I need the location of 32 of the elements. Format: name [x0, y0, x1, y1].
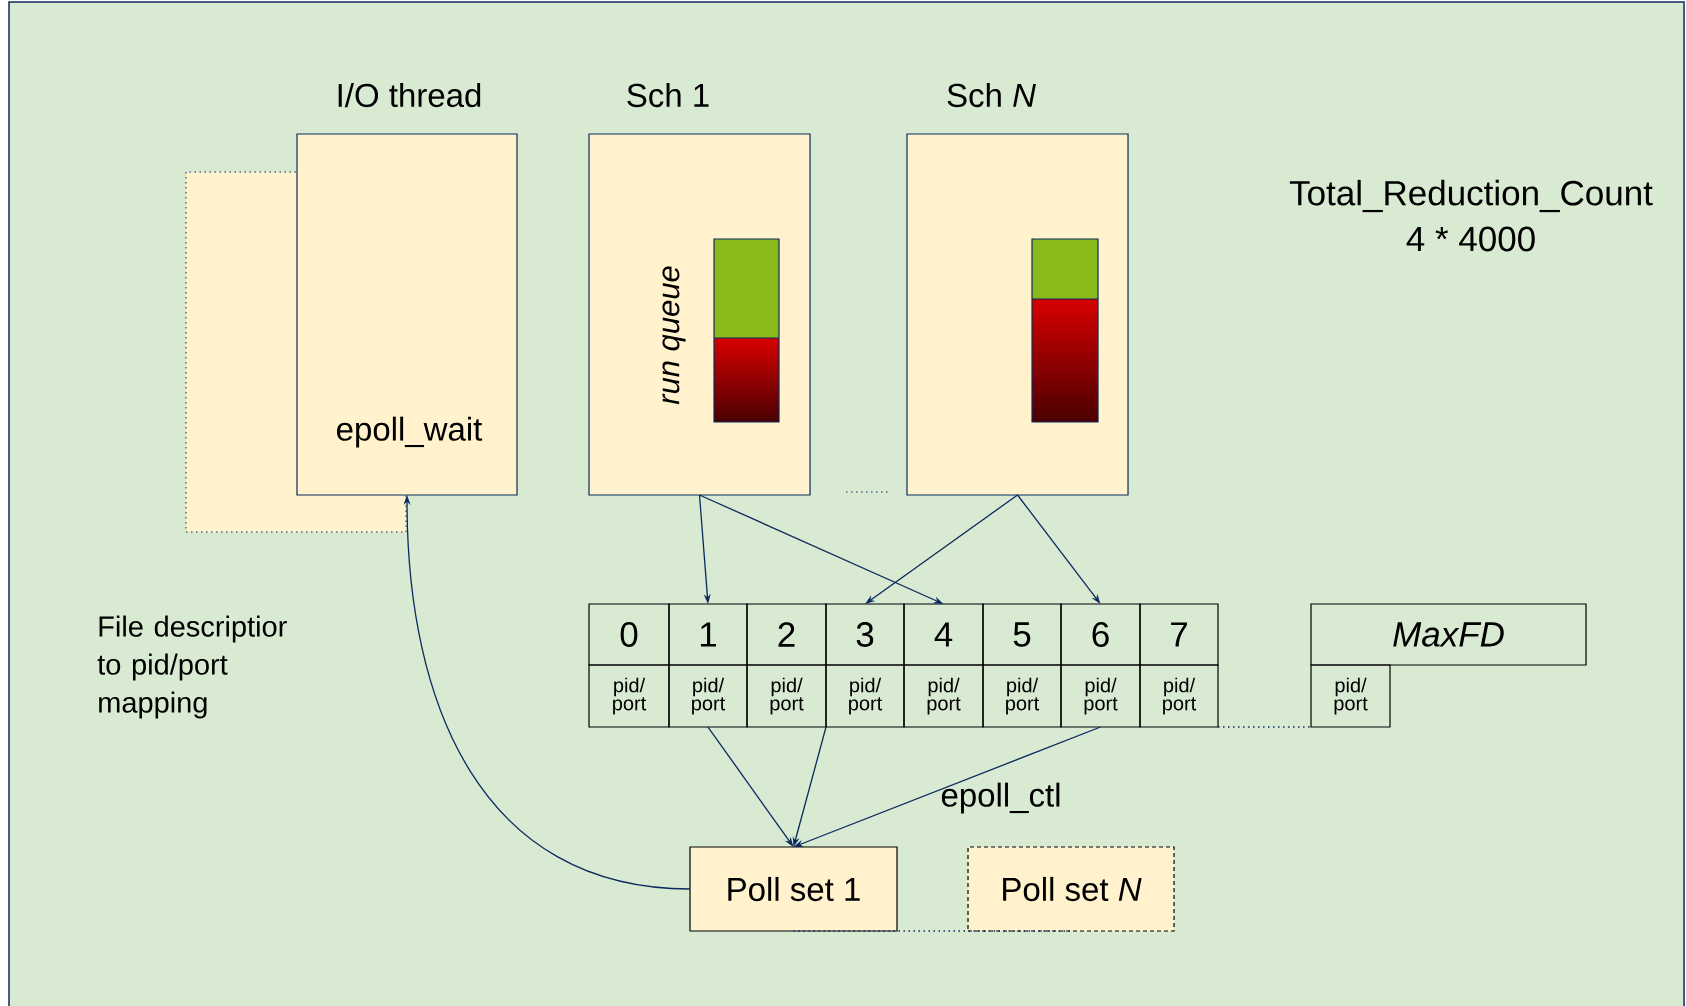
- connector-line: [1217, 726, 1312, 728]
- function-label: epoll_wait: [337, 416, 483, 448]
- note-text: File descriptior to pid/port mapping: [97, 615, 287, 719]
- table-cell: MaxFD: [1310, 603, 1587, 666]
- table-cell: pid/ port: [588, 664, 670, 728]
- connector-line: [792, 930, 1072, 932]
- table-cell: pid/ port: [746, 664, 827, 728]
- counter-label: Total_Reduction_Count: [1289, 179, 1653, 213]
- table-cell: pid/ port: [825, 664, 905, 728]
- function-label: epoll_ctl: [941, 782, 1060, 814]
- table-cell: pid/ port: [982, 664, 1062, 728]
- arrow: [865, 494, 1019, 604]
- table-cell: 1: [668, 603, 748, 666]
- poll-set-box: Poll set N: [967, 846, 1175, 932]
- table-cell: 6: [1060, 603, 1141, 666]
- heading: Sch N: [947, 82, 1036, 108]
- table-cell: 3: [825, 603, 905, 666]
- table-cell: 0: [588, 603, 670, 666]
- queue-label: run queue: [662, 266, 686, 405]
- table-cell: pid/ port: [903, 664, 984, 728]
- table-cell: pid/ port: [1139, 664, 1219, 728]
- table-cell: pid/ port: [1310, 664, 1391, 728]
- counter-value: 4 * 4000: [1406, 226, 1535, 252]
- heading: Sch 1: [627, 82, 709, 108]
- table-cell: 4: [903, 603, 984, 666]
- table-cell: 2: [746, 603, 827, 666]
- table-cell: 7: [1139, 603, 1219, 666]
- table-cell: pid/ port: [668, 664, 748, 728]
- heading: I/O thread: [338, 82, 481, 108]
- poll-set-box: Poll set 1: [689, 846, 898, 932]
- table-cell: pid/ port: [1060, 664, 1141, 728]
- table-cell: 5: [982, 603, 1062, 666]
